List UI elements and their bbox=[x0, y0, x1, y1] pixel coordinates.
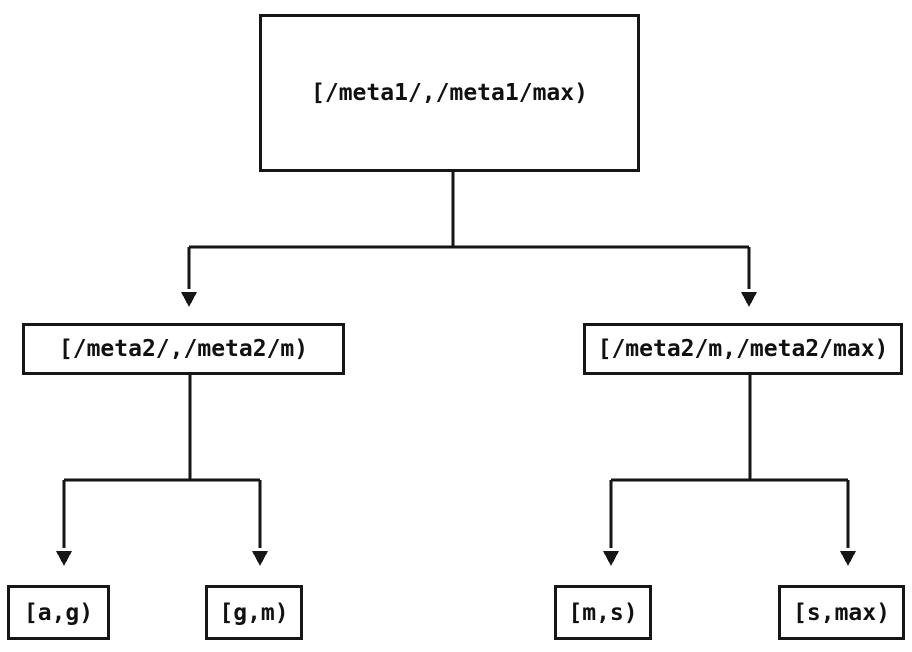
arrow-down-icon bbox=[603, 551, 619, 566]
node-leaf-range-s-max: [s,max) bbox=[778, 585, 905, 640]
connector-lines bbox=[62, 172, 850, 548]
node-label: [/meta2/m,/meta2/max) bbox=[597, 336, 889, 362]
node-meta1-range: [/meta1/,/meta1/max) bbox=[259, 14, 640, 172]
arrow-down-icon bbox=[181, 292, 197, 307]
node-meta2-low-range: [/meta2/,/meta2/m) bbox=[22, 323, 345, 375]
connector-arrowheads bbox=[56, 292, 856, 566]
node-label: [g,m) bbox=[219, 599, 289, 626]
arrow-down-icon bbox=[840, 551, 856, 566]
arrow-down-icon bbox=[741, 292, 757, 307]
node-label: [/meta2/,/meta2/m) bbox=[58, 336, 309, 362]
node-label: [/meta1/,/meta1/max) bbox=[311, 80, 588, 106]
node-leaf-range-m-s: [m,s) bbox=[554, 585, 652, 640]
arrow-down-icon bbox=[56, 551, 72, 566]
node-label: [a,g) bbox=[23, 599, 94, 626]
node-meta2-high-range: [/meta2/m,/meta2/max) bbox=[583, 323, 903, 375]
node-label: [m,s) bbox=[568, 599, 638, 626]
node-label: [s,max) bbox=[793, 599, 890, 626]
arrow-down-icon bbox=[252, 551, 268, 566]
node-leaf-range-g-m: [g,m) bbox=[205, 585, 303, 640]
node-leaf-range-a-g: [a,g) bbox=[7, 585, 110, 640]
